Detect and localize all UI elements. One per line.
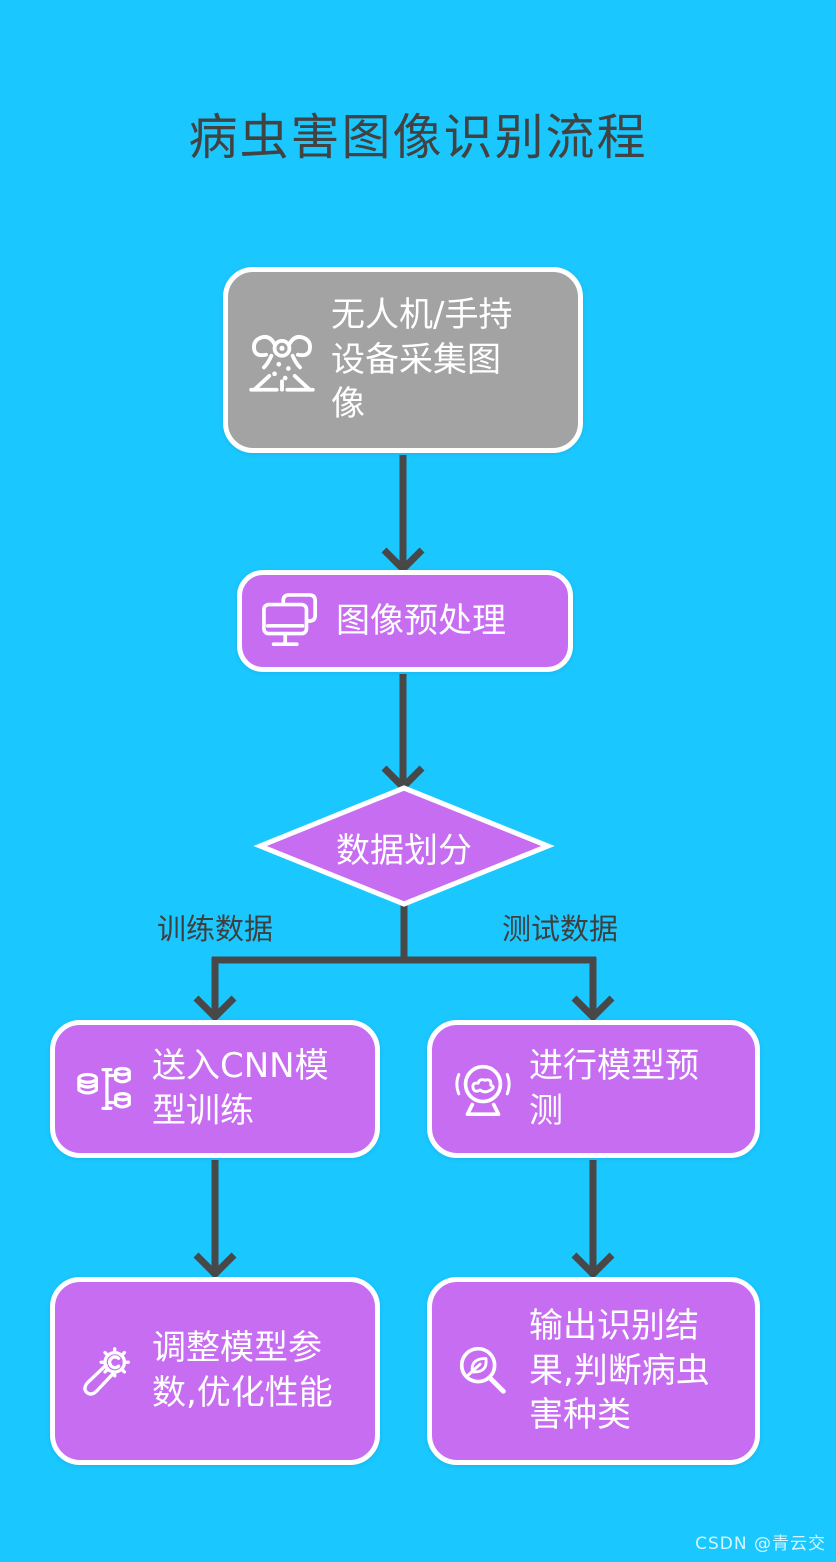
node-label: 进行模型预测 [529, 1046, 699, 1131]
database-icon [75, 1060, 137, 1118]
node-train: 送入CNN模型训练 [50, 1020, 380, 1158]
drone-icon [248, 326, 316, 394]
node-label: 送入CNN模型训练 [152, 1046, 329, 1131]
node-tune: 调整模型参数,优化性能 [50, 1277, 380, 1465]
node-label: 调整模型参数,优化性能 [152, 1328, 333, 1413]
edge-label-train-data: 训练数据 [157, 912, 274, 946]
node-predict: 进行模型预测 [427, 1020, 760, 1158]
node-label: 输出识别结果,判断病虫害种类 [529, 1305, 710, 1436]
node-preprocess: 图像预处理 [237, 570, 573, 672]
node-output: 输出识别结果,判断病虫害种类 [427, 1277, 760, 1465]
edge-label-test-data: 测试数据 [502, 912, 619, 946]
node-capture: 无人机/手持设备采集图像 [223, 267, 583, 453]
page-title: 病虫害图像识别流程 [188, 109, 648, 166]
dual-monitor-icon [260, 592, 322, 650]
leaf-search-icon [452, 1340, 514, 1402]
watermark: CSDN @青云交 [695, 1534, 826, 1554]
crystal-ball-icon [452, 1058, 514, 1120]
wrench-gear-icon [75, 1340, 137, 1402]
node-split-label: 数据划分 [336, 831, 472, 871]
node-label: 无人机/手持设备采集图像 [331, 294, 513, 425]
node-label: 图像预处理 [336, 600, 506, 641]
